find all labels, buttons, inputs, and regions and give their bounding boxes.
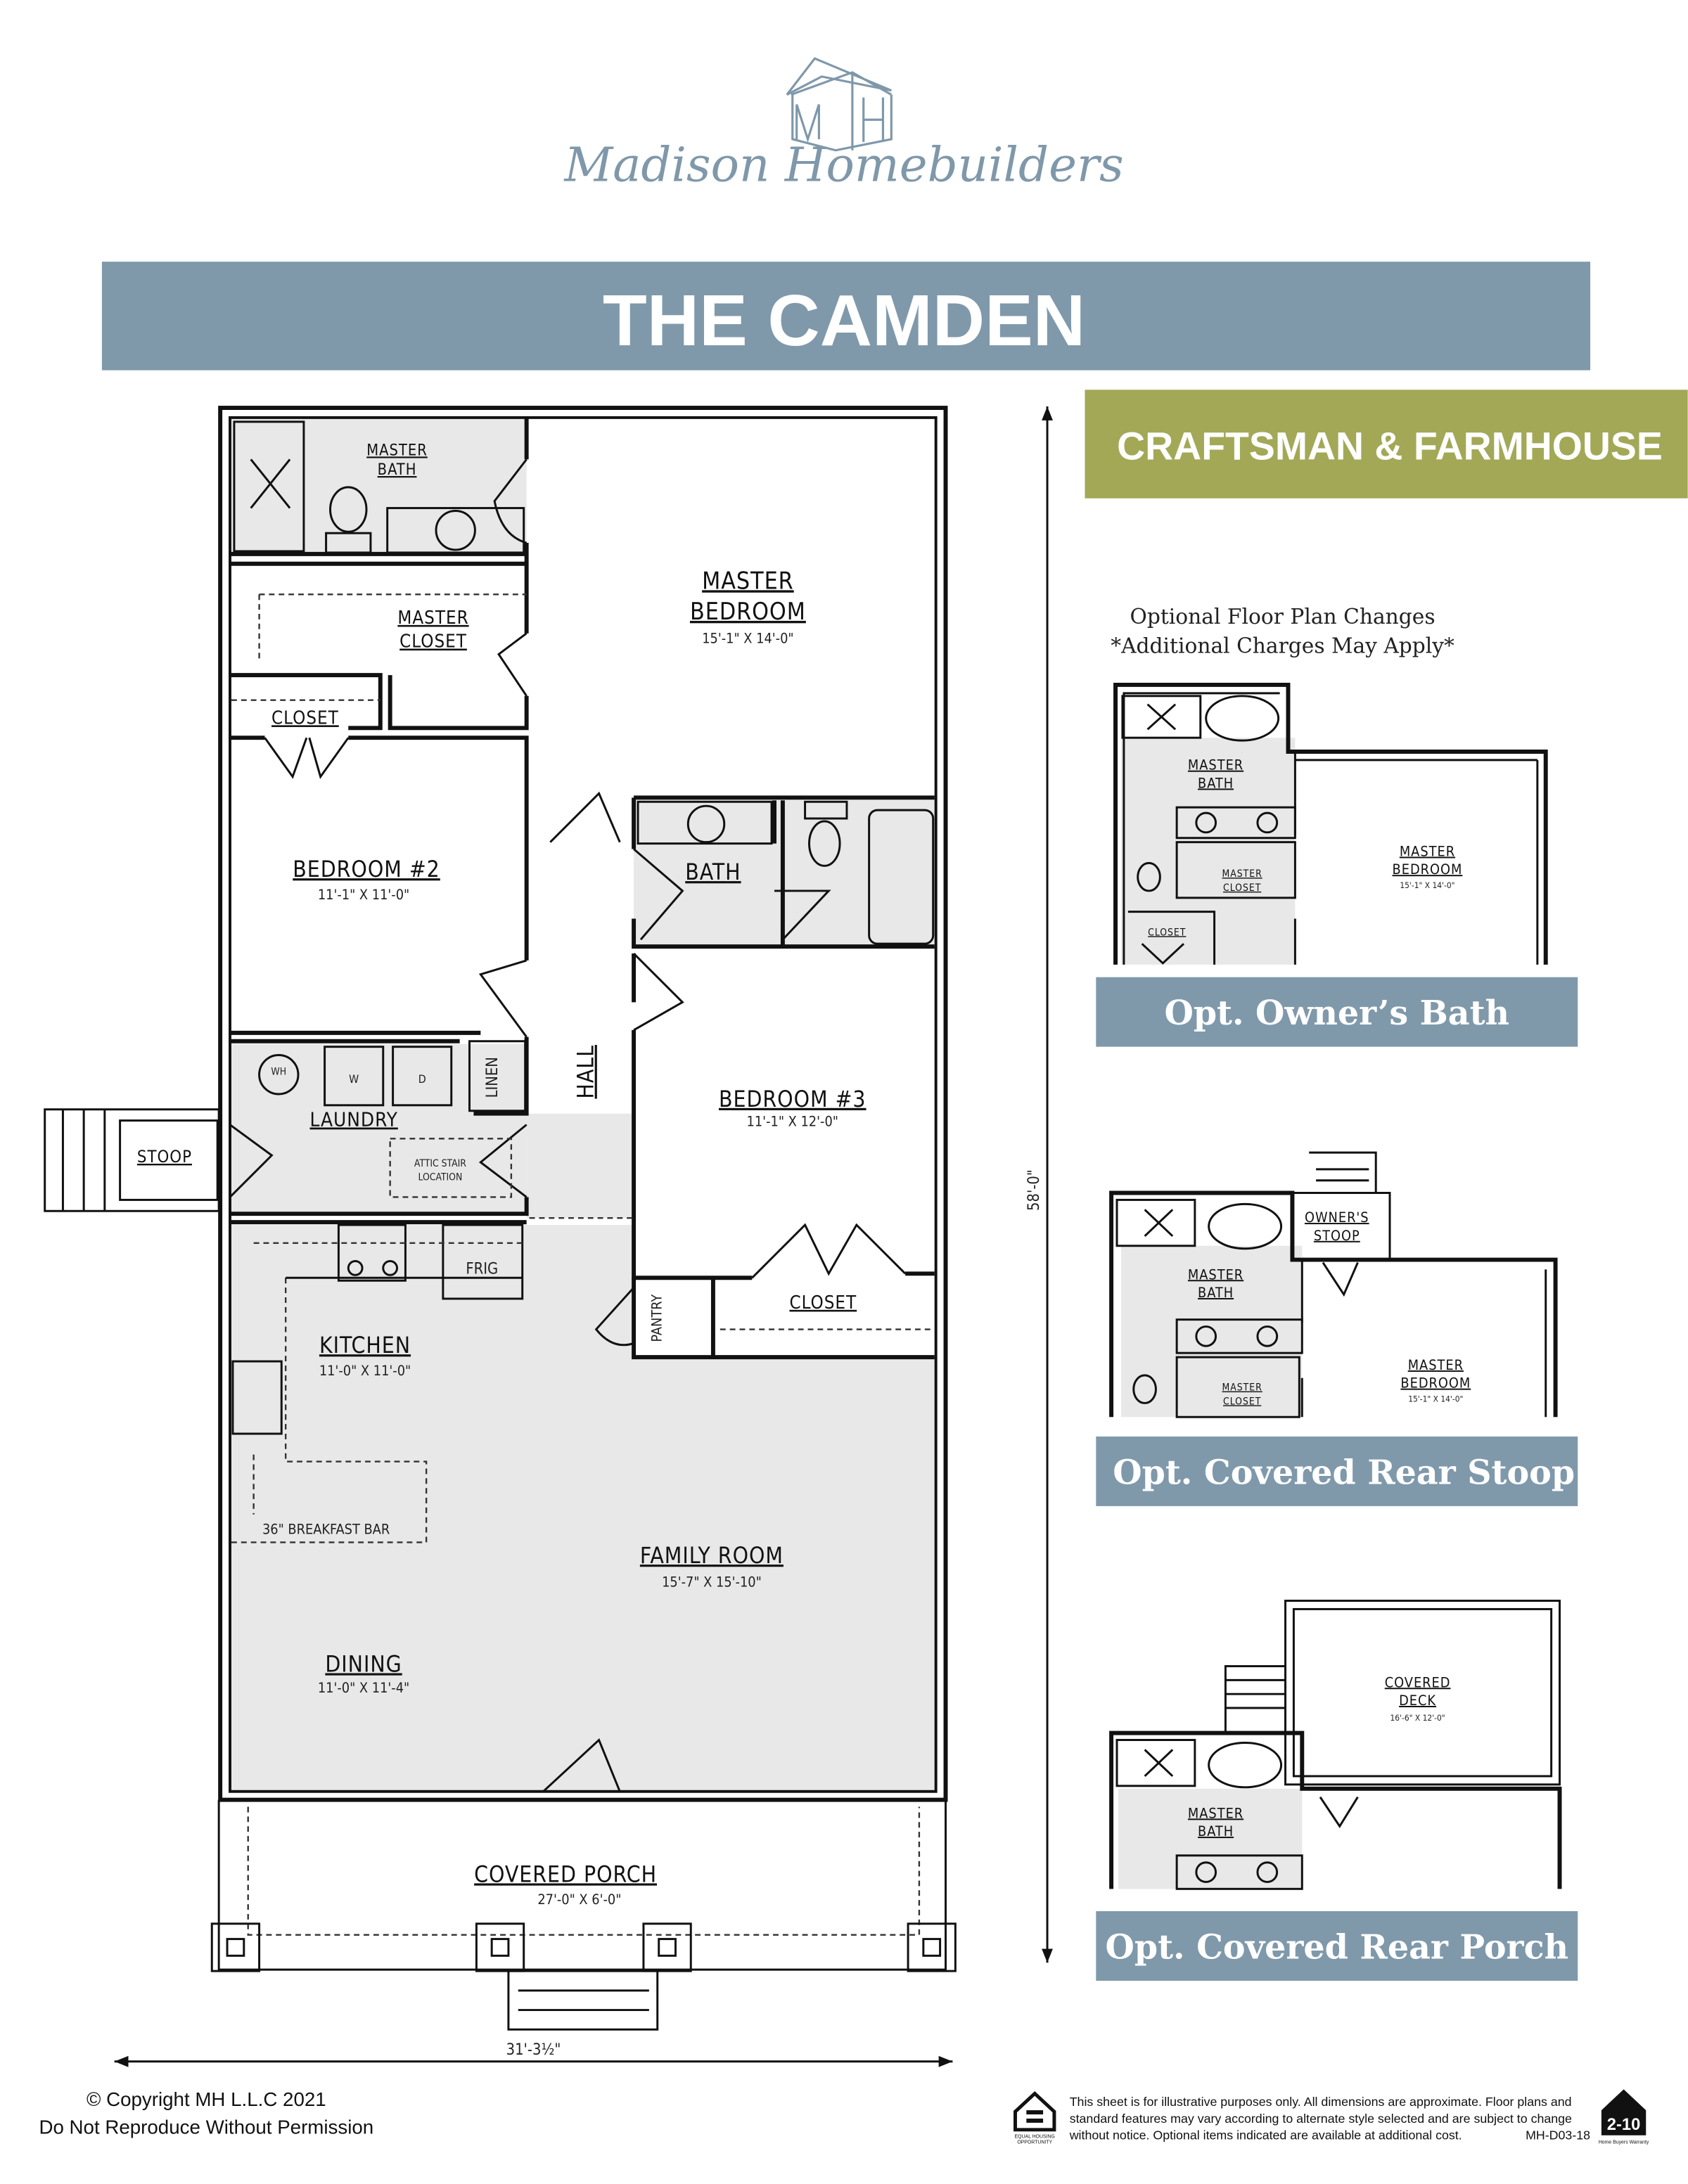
opt1-label-bath: MASTER xyxy=(1188,757,1243,773)
label-kitchen: KITCHEN xyxy=(319,1333,411,1358)
opt1-label-closet: MASTER xyxy=(1222,868,1262,880)
opt1-label-bedroom: MASTER xyxy=(1400,843,1455,859)
label-dining: DINING xyxy=(325,1652,402,1678)
opt2-dims: 15'-1" X 14'-0" xyxy=(1408,1394,1463,1403)
opt3-dims: 16'-6" X 12'-0" xyxy=(1390,1713,1445,1723)
label-water-heater: WH xyxy=(271,1066,286,1077)
dimension-depth: 58'-0" xyxy=(1025,406,1053,1963)
opt1-label-bath-2: BATH xyxy=(1198,775,1234,791)
eho-text: EQUAL HOUSING xyxy=(1015,2135,1055,2140)
label-master-closet-2: CLOSET xyxy=(399,631,467,653)
equal-housing-logo: EQUAL HOUSING OPPORTUNITY xyxy=(1014,2090,1056,2145)
label-bath: BATH xyxy=(685,860,741,885)
label-bedroom-3: BEDROOM #3 xyxy=(719,1087,867,1112)
opt2-label-bath-2: BATH xyxy=(1198,1285,1234,1301)
document-code: MH-D03-18 xyxy=(1526,2128,1590,2143)
page-title: THE CAMDEN xyxy=(603,280,1085,361)
option-rear-stoop-plan: OWNER'S STOOP MASTER BATH MASTER CLOSET … xyxy=(1109,1151,1558,1418)
label-master-bedroom-2: BEDROOM xyxy=(690,598,806,625)
opt3-label-deck: COVERED xyxy=(1385,1674,1451,1690)
label-breakfast-bar: 36" BREAKFAST BAR xyxy=(262,1522,390,1538)
opt1-label-bedroom-2: BEDROOM xyxy=(1393,861,1463,878)
reproduction-notice: Do Not Reproduce Without Permission xyxy=(39,2116,373,2138)
opt2-label-closet: MASTER xyxy=(1222,1382,1262,1394)
option-band-owners-bath xyxy=(1096,977,1578,1047)
dims-bedroom-3: 11'-1" X 12'-0" xyxy=(747,1114,838,1130)
label-bedroom-2: BEDROOM #2 xyxy=(293,857,440,882)
warranty-mark: 2-10 xyxy=(1607,2115,1641,2134)
dims-bedroom-2: 11'-1" X 11'-0" xyxy=(318,887,409,903)
label-linen: LINEN xyxy=(484,1057,501,1098)
title-band xyxy=(101,262,1591,371)
label-washer: W xyxy=(349,1072,359,1086)
brand-logo xyxy=(786,57,893,152)
opt1-dims: 15'-1" X 14'-0" xyxy=(1400,880,1454,890)
style-badge-text: CRAFTSMAN & FARMHOUSE xyxy=(1117,424,1663,468)
option-band-rear-stoop xyxy=(1096,1436,1578,1506)
porch-columns xyxy=(210,1922,957,1972)
label-master-bath: MASTER xyxy=(366,442,428,459)
label-master-bath-2: BATH xyxy=(378,461,417,479)
disclaimer-line-1: This sheet is for illustrative purposes … xyxy=(1070,2095,1572,2109)
disclaimer-line-3: without notice. Optional items indicated… xyxy=(1069,2128,1462,2143)
options-note: *Additional Charges May Apply* xyxy=(1111,634,1454,658)
label-stoop: STOOP xyxy=(137,1147,192,1167)
options-heading: Optional Floor Plan Changes xyxy=(1130,605,1436,629)
opt2-label-stoop: OWNER'S xyxy=(1305,1209,1369,1226)
label-attic-2: LOCATION xyxy=(418,1172,463,1183)
option-band-rear-porch xyxy=(1096,1910,1578,1981)
main-floor-plan: MASTER BATH MASTER CLOSET MASTER BEDROOM… xyxy=(44,406,957,2031)
opt3-label-deck-2: DECK xyxy=(1399,1692,1436,1709)
opt1-label-closet-2: CLOSET xyxy=(1223,882,1261,894)
dims-covered-porch: 27'-0" X 6'-0" xyxy=(537,1891,621,1908)
label-family-room: FAMILY ROOM xyxy=(640,1543,784,1569)
label-closet: CLOSET xyxy=(271,707,339,728)
opt2-label-closet-2: CLOSET xyxy=(1223,1396,1261,1407)
overall-depth-label: 58'-0" xyxy=(1025,1169,1043,1211)
dimension-width: 31'-3½" xyxy=(114,2041,953,2067)
eho-text-2: OPPORTUNITY xyxy=(1017,2140,1052,2145)
label-closet-3: CLOSET xyxy=(789,1292,857,1313)
label-laundry: LAUNDRY xyxy=(310,1108,398,1131)
warranty-logo: 2-10 Home Buyers Warranty xyxy=(1599,2089,1649,2145)
dims-master-bedroom: 15'-1" X 14'-0" xyxy=(702,631,793,647)
dims-dining: 11'-0" X 11'-4" xyxy=(318,1680,409,1696)
disclaimer-line-2: standard features may vary according to … xyxy=(1070,2112,1572,2126)
label-master-bedroom: MASTER xyxy=(702,567,794,594)
opt1-label-small-closet: CLOSET xyxy=(1148,927,1186,938)
label-dryer: D xyxy=(418,1072,426,1086)
opt2-label-bedroom: MASTER xyxy=(1408,1357,1464,1373)
style-badge xyxy=(1085,390,1688,499)
copyright: © Copyright MH L.L.C 2021 xyxy=(87,2088,326,2110)
brand-name: Madison Homebuilders xyxy=(563,137,1123,192)
opt2-label-stoop-2: STOOP xyxy=(1314,1228,1360,1244)
overall-width-label: 31'-3½" xyxy=(506,2041,561,2059)
opt2-label-bedroom-2: BEDROOM xyxy=(1400,1375,1471,1392)
opt3-label-bath-2: BATH xyxy=(1198,1823,1234,1839)
warranty-caption: Home Buyers Warranty xyxy=(1599,2140,1649,2145)
label-frig: FRIG xyxy=(466,1260,498,1278)
label-hall: HALL xyxy=(574,1045,599,1099)
label-pantry: PANTRY xyxy=(649,1295,665,1342)
label-attic: ATTIC STAIR xyxy=(414,1158,466,1169)
option-rear-porch-plan: COVERED DECK 16'-6" X 12'-0" MASTER BATH xyxy=(1109,1600,1562,1890)
option-label-rear-stoop: Opt. Covered Rear Stoop xyxy=(1113,1453,1575,1492)
opt3-label-bath: MASTER xyxy=(1188,1805,1243,1821)
option-owners-bath-plan: MASTER BATH MASTER CLOSET CLOSET MASTER … xyxy=(1113,682,1548,965)
label-covered-porch: COVERED PORCH xyxy=(474,1862,657,1887)
dims-family-room: 15'-7" X 15'-10" xyxy=(662,1574,762,1591)
dims-kitchen: 11'-0" X 11'-0" xyxy=(319,1363,411,1379)
option-label-owners-bath: Opt. Owner’s Bath xyxy=(1164,994,1509,1033)
opt2-label-bath: MASTER xyxy=(1188,1266,1243,1283)
option-label-rear-porch: Opt. Covered Rear Porch xyxy=(1105,1927,1568,1967)
label-master-closet: MASTER xyxy=(397,608,468,629)
